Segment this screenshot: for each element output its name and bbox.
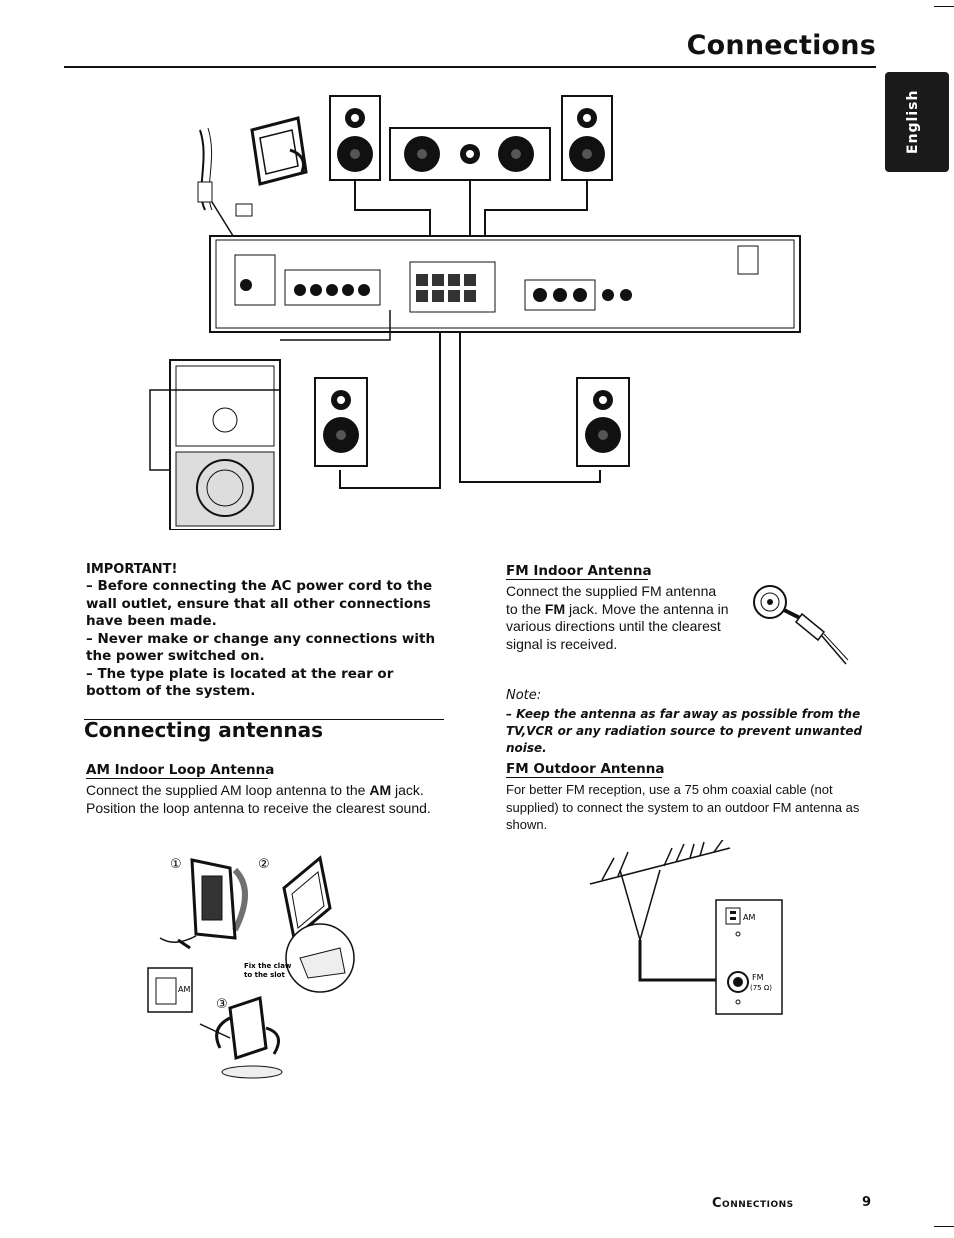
fm-outdoor-title: FM Outdoor Antenna	[506, 761, 665, 777]
important-title: IMPORTANT!	[86, 562, 178, 577]
fm-indoor-rule	[506, 579, 648, 580]
subwoofer	[149, 310, 391, 530]
main-unit-rear-panel	[209, 235, 801, 333]
am-indoor-rule	[86, 778, 268, 779]
language-tab: English	[885, 72, 949, 172]
rear-right-speaker	[576, 377, 630, 467]
section-heading: Connecting antennas	[84, 718, 323, 742]
footer-section-label: Connections	[712, 1196, 794, 1211]
note-label: Note:	[506, 688, 542, 703]
am-body-text-end: jack. Position the loop antenna to recei…	[86, 782, 431, 816]
section-rule	[84, 719, 444, 720]
am-loop-assembly-illustration: ① ② ③ Fix the claw to the slot AM	[147, 855, 355, 1079]
fix-claw-label: Fix the claw	[244, 962, 292, 970]
center-speaker	[389, 127, 551, 181]
language-tab-label: English	[905, 89, 921, 154]
important-item: – The type plate is located at the rear …	[86, 665, 394, 700]
important-list: – Before connecting the AC power cord to…	[86, 578, 446, 701]
important-item: – Before connecting the AC power cord to…	[86, 578, 433, 629]
am-loop-antenna-illustration	[197, 116, 308, 261]
fm-jack-diagram-label: FM	[752, 973, 764, 982]
front-left-speaker	[329, 95, 381, 181]
page-number: 9	[862, 1195, 872, 1210]
fm-impedance-label: (75 Ω)	[750, 984, 772, 992]
step-2-label: ②	[258, 857, 270, 872]
fm-outdoor-rule	[506, 777, 662, 778]
front-right-speaker	[561, 95, 613, 181]
page-title: Connections	[686, 30, 876, 61]
note-text: – Keep the antenna as far away as possib…	[506, 707, 863, 755]
am-jack-diagram-label: AM	[743, 913, 755, 922]
fm-indoor-title: FM Indoor Antenna	[506, 563, 652, 579]
fm-body-text: Connect the supplied FM antenna to the	[506, 583, 717, 617]
fm-indoor-body: Connect the supplied FM antenna to the F…	[506, 583, 730, 653]
speaker-connection-diagram	[149, 95, 801, 530]
step-1-label: ①	[170, 857, 182, 872]
fm-outdoor-antenna-illustration: AM FM (75 Ω)	[589, 840, 783, 1015]
crop-mark-bottom	[934, 1226, 954, 1227]
important-item: – Never make or change any connections w…	[86, 630, 436, 665]
am-body-text: Connect the supplied AM loop antenna to …	[86, 782, 370, 798]
am-jack-diagram-label: AM	[178, 985, 190, 994]
fm-wire-antenna-illustration	[753, 585, 849, 665]
fm-jack-label: FM	[544, 600, 566, 617]
am-jack-label: AM	[369, 782, 392, 798]
to-slot-label: to the slot	[244, 971, 285, 979]
speaker-wires	[339, 180, 601, 489]
rear-left-speaker	[314, 377, 368, 467]
am-indoor-body: Connect the supplied AM loop antenna to …	[86, 782, 448, 817]
crop-mark-top	[934, 6, 954, 7]
step-3-label: ③	[216, 997, 228, 1012]
am-indoor-title: AM Indoor Loop Antenna	[86, 762, 275, 778]
fm-outdoor-body: For better FM reception, use a 75 ohm co…	[506, 782, 860, 832]
fm-body-text-end: jack. Move the antenna in various direct…	[506, 600, 729, 652]
title-rule	[64, 66, 876, 68]
